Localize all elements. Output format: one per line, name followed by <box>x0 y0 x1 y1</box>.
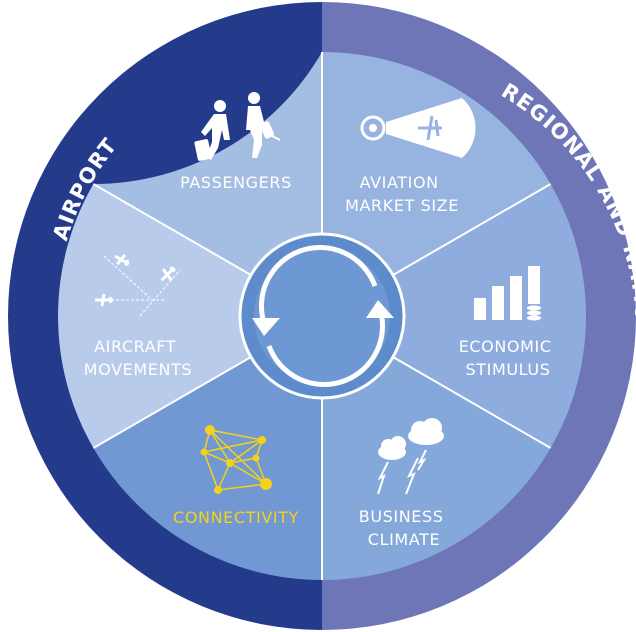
aviation-market-size-icon <box>360 98 476 158</box>
passengers-label: PASSENGERS <box>180 173 292 192</box>
aircraft-movements-icon <box>95 253 181 317</box>
connectivity-network-icon <box>200 425 272 494</box>
segment-business-climate <box>322 316 551 580</box>
business-climate-cloud-lightning-icon <box>377 418 444 495</box>
segment-connectivity <box>93 316 323 580</box>
aviation-market-size-label: AVIATION MARKET SIZE <box>345 173 459 215</box>
business-climate-label: BUSINESS CLIMATE <box>359 507 449 549</box>
segments <box>58 52 586 580</box>
center-hub <box>238 232 406 400</box>
passengers-icon <box>194 92 281 161</box>
economic-stimulus-bar-chart-icon <box>474 266 541 321</box>
cycle-arrows-icon <box>252 245 394 387</box>
connectivity-label: CONNECTIVITY <box>173 508 299 527</box>
segment-aircraft-movements <box>58 184 323 448</box>
aircraft-movements-label: AIRCRAFT MOVEMENTS <box>84 337 192 379</box>
segment-economic-stimulus <box>322 184 586 448</box>
economic-stimulus-label: ECONOMIC STIMULUS <box>459 337 558 379</box>
segment-passengers <box>93 52 323 316</box>
